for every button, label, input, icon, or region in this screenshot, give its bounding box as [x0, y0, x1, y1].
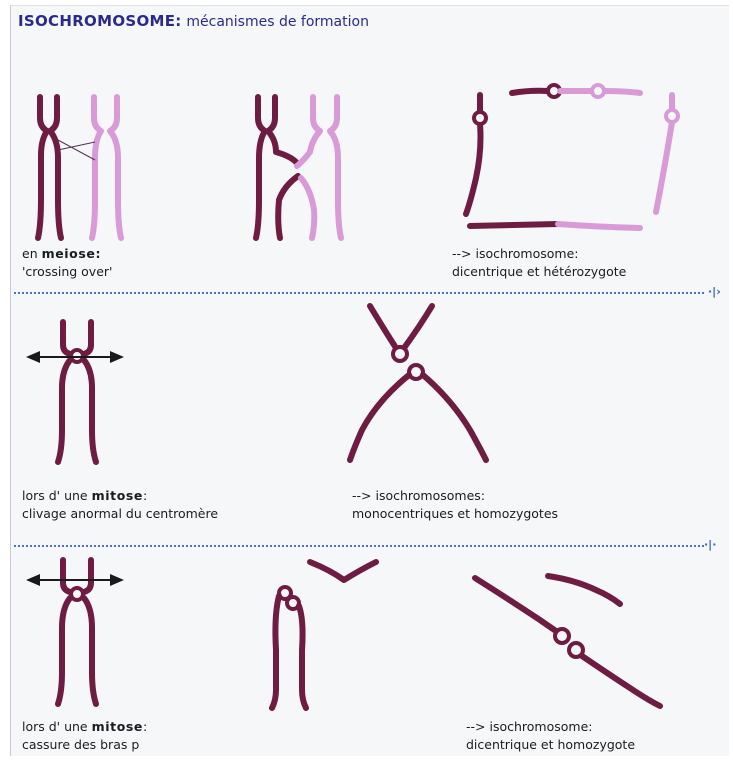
plum-chromosome: [58, 560, 96, 704]
plum-arm: [470, 224, 558, 226]
caption-line-2: clivage anormal du centromère: [22, 505, 218, 523]
arrowhead-right: [110, 574, 124, 586]
plum-arm: [512, 91, 548, 93]
caption-line-1: --> isochromosome:: [466, 718, 635, 736]
plum-arm: [475, 578, 556, 631]
caption-prefix: lors d' une: [22, 488, 92, 503]
crossover-line: [58, 140, 95, 160]
caption-line-1: --> isochromosomes:: [352, 487, 558, 505]
plum-arm: [548, 576, 620, 604]
caption-suffix: :: [143, 488, 147, 503]
caption-line-2: dicentrique et hétérozygote: [452, 263, 626, 281]
caption-prefix: en: [22, 246, 42, 261]
arrowhead-left: [26, 351, 40, 363]
separator-tick-icon: ·|·: [704, 538, 716, 551]
pink-chromosome: [297, 97, 341, 238]
dicentric-homozygous-isochromosome: [475, 576, 660, 706]
centromere: [555, 629, 569, 643]
plum-chromosome: [58, 322, 96, 462]
plum-chromosome: [38, 97, 61, 238]
meiosis-pair: [38, 97, 121, 238]
caption-line-1: --> isochromosome:: [452, 245, 626, 263]
caption-result-1: --> isochromosome: dicentrique et hétéro…: [452, 245, 626, 281]
plum-arm: [310, 562, 376, 580]
monocentric-isochromosomes: [350, 306, 486, 460]
section-separator: [14, 292, 704, 294]
centromere: [666, 110, 678, 122]
plum-arm: [370, 306, 432, 348]
plum-arm: [350, 375, 486, 460]
plum-arm: [582, 656, 660, 706]
caption-prefix: lors d' une: [22, 719, 92, 734]
caption-result-2: --> isochromosomes: monocentriques et ho…: [352, 487, 558, 523]
pink-chromosome: [92, 97, 121, 238]
caption-line-1: lors d' une mitose:: [22, 487, 218, 505]
broken-p-arms: [272, 562, 376, 708]
caption-highlight: meiose:: [42, 246, 102, 261]
centromere: [71, 588, 83, 600]
centromere: [393, 347, 407, 361]
arrowhead-left: [26, 574, 40, 586]
caption-meiosis: en meiose: 'crossing over': [22, 245, 112, 281]
mitosis-chromosome-breakage: [26, 560, 124, 704]
pink-arm: [558, 224, 640, 228]
caption-result-3: --> isochromosome: dicentrique et homozy…: [466, 718, 635, 754]
plum-chromosome: [256, 97, 298, 238]
caption-suffix: :: [143, 719, 147, 734]
caption-highlight: mitose: [92, 719, 143, 734]
centromere: [474, 112, 486, 124]
caption-mitosis-breakage: lors d' une mitose: cassure des bras p: [22, 718, 147, 754]
separator-tick-icon: ·|›: [708, 285, 721, 298]
crossover-exchange: [256, 97, 341, 238]
caption-line-1: en meiose:: [22, 245, 112, 263]
dicentric-isochromosome: [466, 85, 678, 228]
caption-line-2: monocentriques et homozygotes: [352, 505, 558, 523]
caption-line-2: 'crossing over': [22, 263, 112, 281]
caption-highlight: mitose: [92, 488, 143, 503]
caption-mitosis-cleavage: lors d' une mitose: clivage anormal du c…: [22, 487, 218, 523]
section-separator: [14, 545, 704, 547]
centromere: [592, 85, 604, 97]
caption-line-1: lors d' une mitose:: [22, 718, 147, 736]
mitosis-chromosome: [26, 322, 124, 462]
caption-line-2: dicentrique et homozygote: [466, 736, 635, 754]
caption-line-2: cassure des bras p: [22, 736, 147, 754]
plum-arm: [272, 596, 306, 708]
arrowhead-right: [110, 351, 124, 363]
